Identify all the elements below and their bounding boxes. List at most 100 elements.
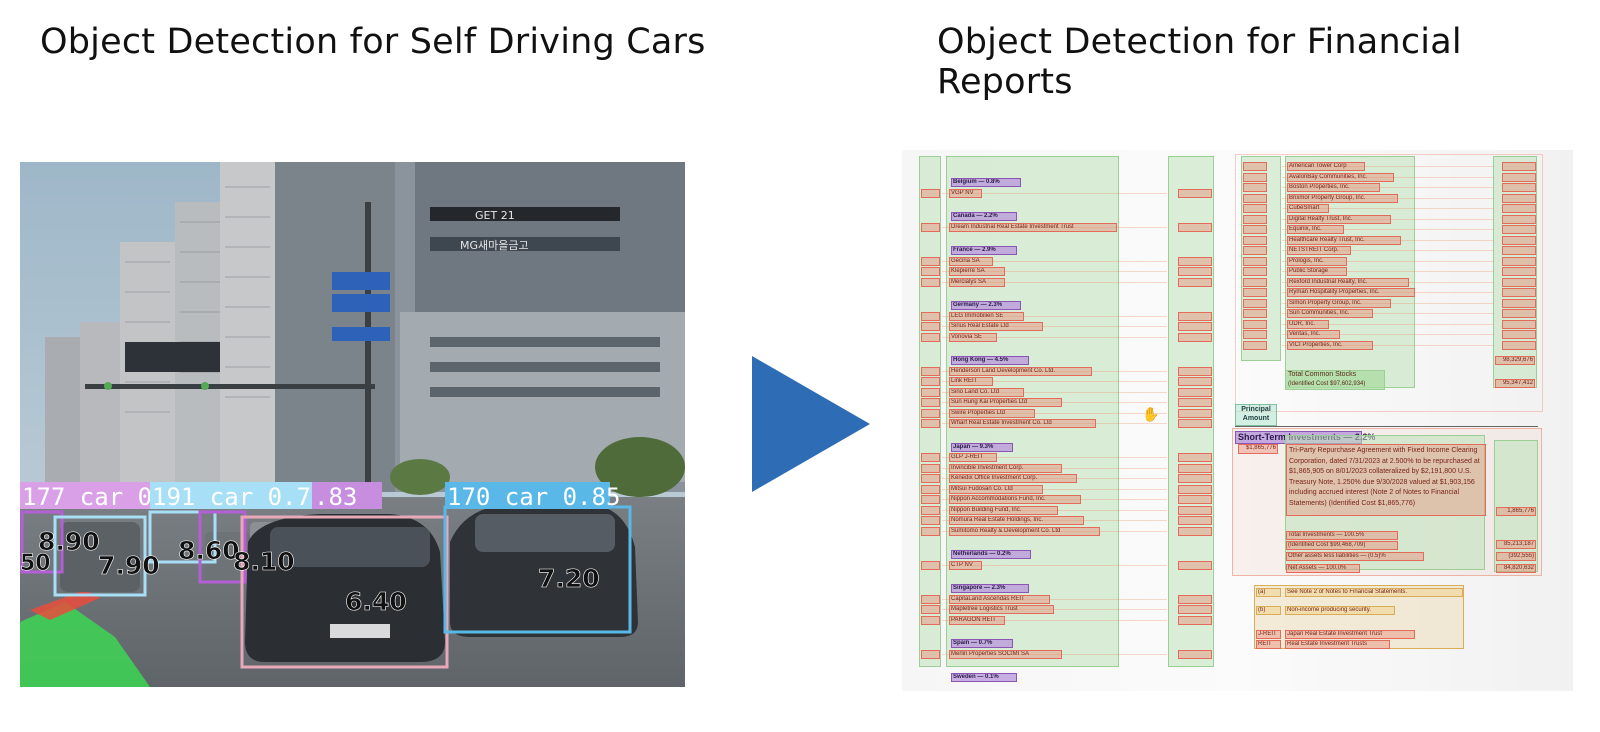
holding-name: NETSTREIT Corp. bbox=[1287, 246, 1351, 255]
row-guide bbox=[1282, 292, 1494, 293]
value-cell bbox=[1178, 332, 1212, 342]
lane-overlay bbox=[20, 590, 150, 687]
net-assets-value: 84,820,632 bbox=[1496, 564, 1536, 573]
row-guide bbox=[1282, 197, 1494, 199]
total-common-label: Total Common Stocks bbox=[1288, 371, 1357, 378]
row-guide bbox=[942, 281, 1167, 283]
holding-name: Public Storage bbox=[1287, 267, 1348, 276]
row-guide bbox=[942, 412, 1167, 414]
row-guide bbox=[1282, 281, 1494, 283]
det-score-810: 8.10 bbox=[233, 547, 295, 576]
holding-name: Sumitomo Realty & Development Co. Ltd bbox=[949, 526, 1100, 536]
holding-name: AvalonBay Communities, Inc. bbox=[1287, 172, 1395, 182]
shares-cell bbox=[921, 495, 940, 504]
row-guide bbox=[942, 653, 1167, 655]
row-guide bbox=[942, 457, 1167, 458]
holding-name: Ventas, Inc. bbox=[1287, 330, 1341, 339]
principal-amount-header: Principal Amount bbox=[1235, 404, 1277, 426]
value-cell bbox=[1502, 309, 1536, 318]
holding-name: Invincible Investment Corp. bbox=[949, 463, 1062, 473]
det-box-car-177 bbox=[53, 515, 147, 597]
shares-cell bbox=[1243, 309, 1267, 318]
holding-name: Nomura Real Estate Holdings, Inc. bbox=[949, 516, 1085, 525]
footnote-b: Non-income producing security. bbox=[1285, 606, 1395, 615]
row-guide bbox=[942, 467, 1167, 469]
shares-cell bbox=[921, 322, 940, 331]
row-guide bbox=[1282, 176, 1494, 178]
holding-name: Nippon Accommodations Fund, Inc. bbox=[949, 495, 1081, 504]
shares-cell bbox=[921, 474, 940, 483]
holding-name: Mapletree Logistics Trust bbox=[949, 605, 1054, 614]
country-header: Spain — 0.7% bbox=[951, 639, 1013, 648]
shares-cell bbox=[921, 366, 940, 376]
holding-name: VGP NV bbox=[949, 188, 982, 198]
row-guide bbox=[1282, 229, 1494, 230]
holding-name: Swire Properties Ltd bbox=[949, 408, 1035, 418]
shares-cell bbox=[921, 387, 940, 397]
hand-cursor-icon: ✋ bbox=[1142, 406, 1160, 422]
net-assets-label: Net Assets — 100.0% bbox=[1286, 564, 1360, 573]
row-guide bbox=[1282, 218, 1494, 220]
row-guide bbox=[1282, 302, 1494, 304]
value-cell bbox=[1502, 162, 1536, 171]
total-investments-value: 85,213,187 bbox=[1496, 540, 1536, 549]
row-guide bbox=[1282, 166, 1494, 167]
value-cell bbox=[1178, 649, 1212, 659]
value-cell bbox=[1502, 183, 1536, 192]
holding-name: CapitaLand Ascendas REIT bbox=[949, 594, 1051, 604]
holding-name: CubeSmart bbox=[1287, 204, 1330, 213]
row-guide bbox=[942, 260, 1167, 262]
row-guide bbox=[1282, 239, 1494, 241]
det-score-50: 50 bbox=[20, 551, 51, 576]
holding-name: Sino Land Co. Ltd bbox=[949, 387, 1024, 397]
total-common-value-2: 95,347,412 bbox=[1495, 379, 1535, 388]
holding-name: American Tower Corp bbox=[1287, 162, 1366, 171]
value-cell bbox=[1502, 172, 1536, 182]
value-cell bbox=[1178, 277, 1212, 287]
det-box-car-center bbox=[240, 515, 449, 669]
value-cell bbox=[1178, 463, 1212, 473]
shares-cell bbox=[1243, 162, 1267, 171]
value-cell bbox=[1178, 484, 1212, 494]
total-common-box bbox=[1285, 370, 1385, 390]
holding-name: Sun Communities, Inc. bbox=[1287, 309, 1373, 318]
holding-name: Sun Hung Kai Properties Ltd bbox=[949, 398, 1062, 407]
shares-cell bbox=[1243, 319, 1267, 329]
det-label-177: 177 car 0. bbox=[22, 483, 167, 511]
shares-cell bbox=[1243, 172, 1267, 182]
row-guide bbox=[942, 315, 1167, 317]
left-col-shares bbox=[919, 156, 941, 667]
holding-name: Simon Property Group, Inc. bbox=[1287, 298, 1391, 308]
holding-name: Link REIT bbox=[949, 377, 994, 386]
value-cell bbox=[1178, 366, 1212, 376]
total-investments-cost: (Identified Cost $99,468,709) bbox=[1286, 541, 1398, 550]
value-cell bbox=[1502, 214, 1536, 224]
value-cell bbox=[1178, 311, 1212, 321]
shares-cell bbox=[1243, 330, 1267, 339]
footnote-jreit: Japan Real Estate Investment Trust bbox=[1285, 630, 1415, 639]
shares-cell bbox=[1243, 246, 1267, 255]
value-cell bbox=[1178, 453, 1212, 462]
value-cell bbox=[1178, 505, 1212, 515]
total-common-cost: (Identified Cost $97,602,934) bbox=[1288, 381, 1366, 387]
driving-scene-image: GET 21 MG새마을금고 bbox=[20, 162, 685, 687]
shares-cell bbox=[921, 615, 940, 625]
left-col-values bbox=[1168, 156, 1214, 667]
country-header: Belgium — 0.8% bbox=[951, 178, 1021, 187]
footnote-mark-a: (a) bbox=[1256, 588, 1281, 597]
row-guide bbox=[942, 423, 1167, 424]
holding-name: GLP J-REIT bbox=[949, 453, 997, 462]
right-table-frame bbox=[1235, 154, 1543, 412]
shares-cell bbox=[1243, 225, 1267, 234]
roadside-trees bbox=[390, 437, 685, 497]
value-cell bbox=[1178, 495, 1212, 504]
row-guide bbox=[942, 488, 1167, 490]
holding-name: Sirius Real Estate Ltd bbox=[949, 322, 1043, 331]
holding-name: Henderson Land Development Co. Ltd. bbox=[949, 366, 1092, 376]
shares-cell bbox=[921, 505, 940, 515]
row-guide bbox=[1282, 344, 1494, 346]
det-label-191: 191 car 0.74 bbox=[152, 483, 325, 511]
row-guide bbox=[1282, 323, 1494, 325]
value-cell bbox=[1502, 288, 1536, 297]
shares-cell bbox=[1243, 204, 1267, 213]
